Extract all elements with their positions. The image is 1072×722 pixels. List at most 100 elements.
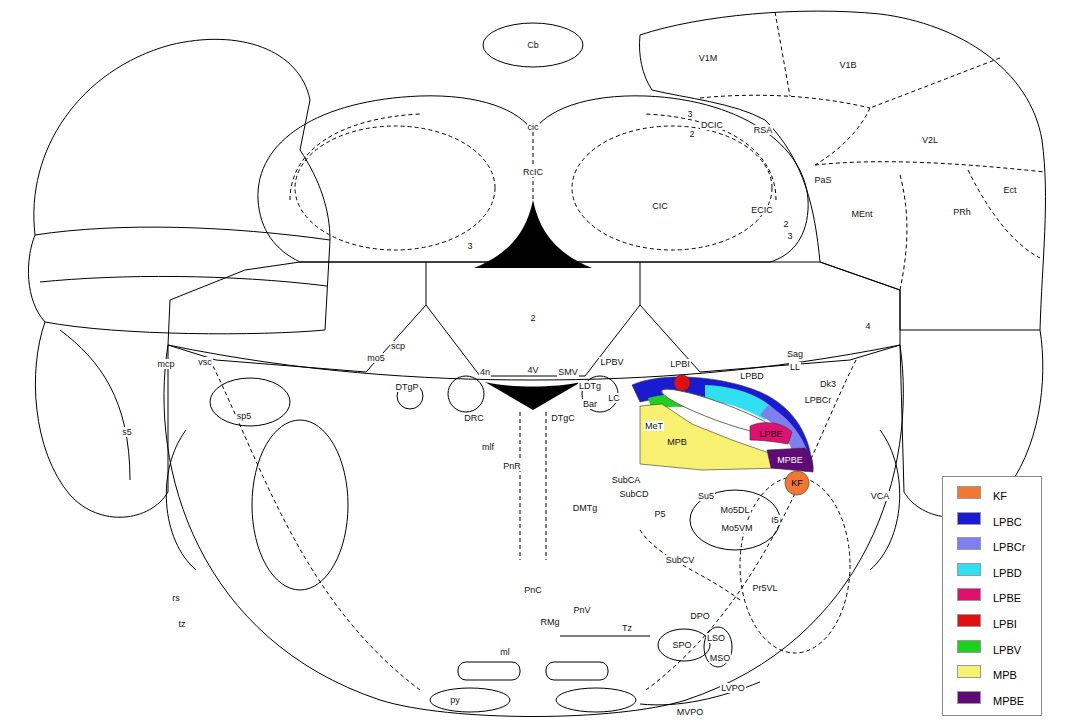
region-label: LPBE [759,429,782,439]
legend-row: MPB [943,664,1041,680]
structure-label: DPO [689,611,711,621]
olive-outline [704,627,732,667]
structure-label: mo5 [366,353,386,363]
cochlear-border [870,430,900,570]
pyramid-outline [430,688,510,712]
region-fill [767,448,813,472]
legend-swatch [957,563,981,576]
structure-label: s5 [121,427,133,437]
legend-row: LPBD [943,562,1041,578]
structure-label: Mo5VM [720,523,753,533]
lpbi-dot [674,375,690,391]
legend-swatch [957,486,981,499]
structure-label: Bar [582,399,598,409]
structure-label: RcIC [522,167,544,177]
nucleus-outline [210,378,290,426]
structure-label: PnC [523,585,543,595]
structure-label: ml [499,647,511,657]
structure-label: SMV [557,367,579,377]
structure-label: LPBI [669,359,691,369]
legend-text: LPBE [993,592,1021,604]
nucleus-outline [448,376,484,412]
tegmental-borders [210,360,856,690]
legend-box: KFLPBCLPBCrLPBDLPBELPBILPBVMPBMPBE [942,476,1042,716]
structure-label: Cb [526,40,540,50]
structure-label: ECIC [750,205,774,215]
ventricle-floor [168,345,900,380]
brainstem-outline [164,345,903,717]
lobule-outline [426,262,640,376]
legend-swatch [957,588,981,601]
structure-label: DMTg [572,503,599,513]
structure-label: 2 [688,129,695,139]
structure-label: 4n [479,367,491,377]
cortex-outline [28,39,330,333]
structure-label: py [449,695,461,705]
kf-circle: KF [784,470,810,496]
olive-outline [658,629,710,661]
legend-swatch [957,537,981,550]
legend-text: LPBD [993,567,1022,579]
region-fill [785,471,809,495]
structure-label: LPBD [739,371,765,381]
region-label: KF [791,478,803,488]
structure-label: DRC [463,413,485,423]
flocculus-border [60,330,130,480]
structure-label: DTgP [394,382,419,392]
legend-swatch [957,691,981,704]
nucleus-outline [252,420,348,590]
structure-label: Dk3 [819,379,837,389]
structure-label: VCA [870,491,891,501]
structure-label: MEnt [850,209,873,219]
structure-label: 2 [529,313,536,323]
lobule-outline [640,262,900,372]
structure-label: MVPO [676,707,705,717]
flocculus-outline [35,322,168,517]
structure-label: SPO [671,640,692,650]
nucleus-outline [690,490,780,550]
structure-label: PnV [572,605,591,615]
structure-label: Pr5VL [751,583,778,593]
structure-label: SubCA [611,475,642,485]
structure-label: SubCV [665,555,696,565]
structure-label: DCIC [700,120,724,130]
structure-label: DTgC [550,413,576,423]
region-fill [640,404,782,470]
mpbe-region: MPBE [765,446,815,474]
structure-label: LPBV [599,357,624,367]
legend-text: MPBE [993,695,1024,707]
cortex-border [40,276,327,286]
legend-text: KF [993,490,1007,502]
legend-text: LPBV [993,644,1021,656]
structure-label: 3 [686,109,693,119]
legend-row: LPBV [943,639,1041,655]
legend-text: LPBC [993,516,1022,528]
legend-row: KF [943,485,1041,501]
structure-label: Mo5DL [719,505,750,515]
colliculus-recess [474,200,592,268]
structure-label: vsc [197,357,213,367]
lemniscus-outline [546,662,608,680]
legend-row: LPBC [943,511,1041,527]
structure-label: 3 [466,241,473,251]
legend-swatch [957,665,981,678]
legend-text: MPB [993,669,1017,681]
region-fill [750,423,792,444]
olive-border [640,682,760,705]
structure-label: Sag [786,349,804,359]
cerebellum-outline [483,23,583,67]
structure-label: tz [177,619,186,629]
structure-label: LC [607,393,621,403]
legend-row: LPBCr [943,536,1041,552]
structure-label: PRh [952,207,972,217]
structure-label: LPBCr [804,395,833,405]
structure-label: LDTg [578,381,602,391]
structure-label: PnR [502,461,522,471]
structure-label: Su5 [697,491,715,501]
structure-label: 4 [864,321,871,331]
structure-label: CIC [651,201,669,211]
cochlear-border [166,430,196,570]
structure-label: sp5 [236,411,253,421]
legend-swatch [957,614,981,627]
structure-label: scp [390,341,406,351]
